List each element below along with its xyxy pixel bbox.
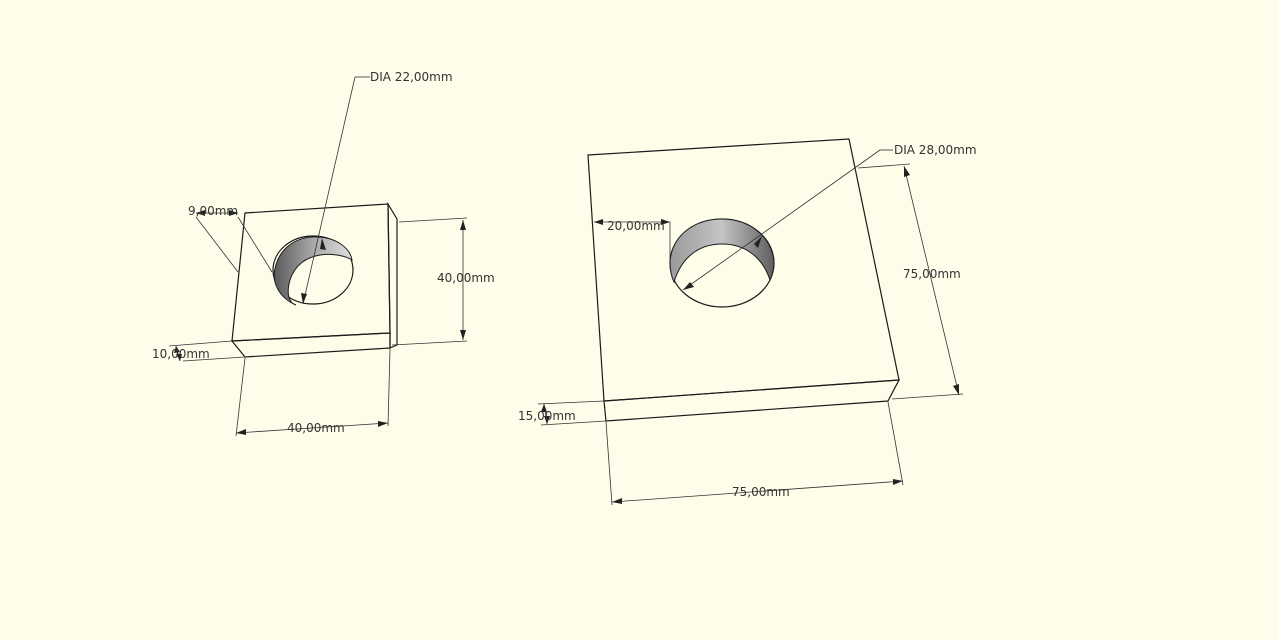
large-plate-top-face [587,138,900,402]
small-plate-hole [272,235,354,305]
large-thickness-label: 15,00mm [518,409,576,423]
large-hole-offset-label: 20,00mm [607,219,665,233]
small-hole-diameter-label: DIA 22,00mm [370,70,453,84]
small-depth-label: 40,00mm [437,271,495,285]
small-plate-hole-wall [273,236,353,306]
small-plate-dimensions [168,76,468,437]
small-width-label: 40,00mm [287,421,345,435]
large-plate[interactable] [587,138,901,422]
large-plate-hole-wall [669,218,775,284]
small-plate-side-face [387,201,398,349]
large-hole-diameter-label: DIA 28,00mm [894,143,977,157]
large-plate-dimensions [537,149,964,506]
small-plate-top-face [231,203,391,342]
large-width-label: 75,00mm [732,485,790,499]
large-plate-front-face [603,379,901,422]
small-thickness-label: 10,00mm [152,347,210,361]
large-depth-label: 75,00mm [903,267,961,281]
small-plate[interactable] [230,201,398,358]
small-plate-front-face [230,332,391,358]
small-hole-offset-label: 9,00mm [188,204,238,218]
